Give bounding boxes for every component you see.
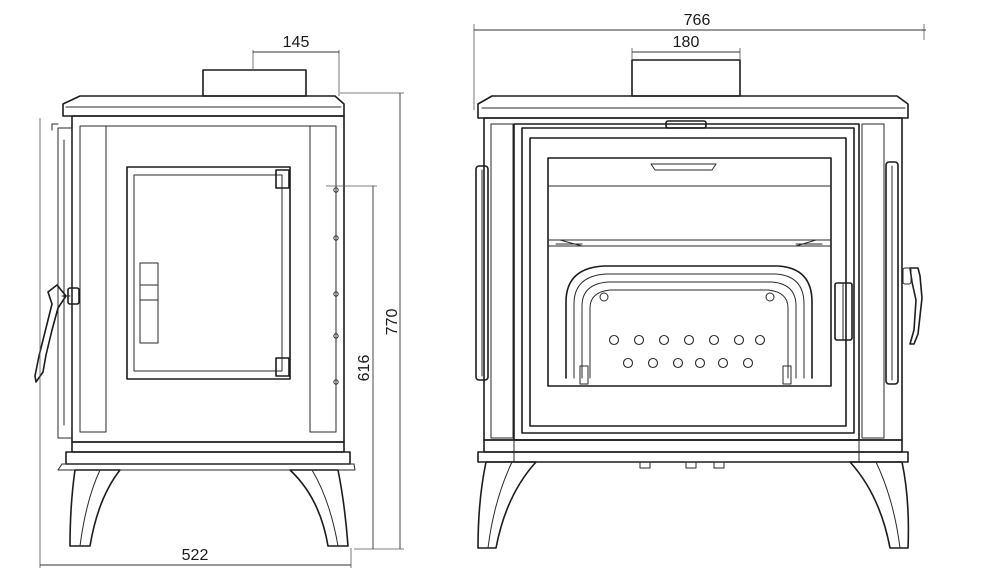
side-body <box>71 115 345 443</box>
front-door-latch <box>665 120 707 129</box>
front-body <box>483 117 903 441</box>
side-legs <box>69 469 349 547</box>
side-dimension-616: 616 <box>326 185 377 549</box>
side-dimension-522: 522 <box>39 118 352 568</box>
front-view <box>475 59 923 549</box>
dim-label-770: 770 <box>384 309 401 336</box>
front-air-holes <box>608 334 766 369</box>
side-door-handle <box>34 284 80 383</box>
side-dimension-145: 145 <box>252 34 340 96</box>
front-left-side-handle <box>475 165 489 381</box>
front-base <box>477 439 909 469</box>
dim-label-766: 766 <box>684 12 711 29</box>
front-flue-collar <box>631 59 741 97</box>
dim-label-616: 616 <box>356 355 373 382</box>
front-legs <box>477 461 910 549</box>
side-dimension-770: 770 <box>340 92 404 550</box>
side-door-edge <box>51 123 73 439</box>
front-dimension-180: 180 <box>631 34 741 60</box>
dim-label-145: 145 <box>283 34 310 51</box>
front-baffle <box>547 163 832 247</box>
front-right-side-handle <box>885 161 923 385</box>
front-door-catch <box>834 282 853 341</box>
dim-label-180: 180 <box>673 34 700 51</box>
side-rivets <box>333 187 339 385</box>
side-view <box>34 69 356 547</box>
front-dimension-766: 766 <box>473 12 926 110</box>
side-top-plate <box>62 95 345 117</box>
front-door <box>513 120 860 441</box>
side-window <box>126 166 291 380</box>
front-firebox <box>565 265 813 385</box>
front-top-plate <box>477 95 909 119</box>
side-base <box>57 441 356 471</box>
dim-label-522: 522 <box>182 547 209 564</box>
side-flue-collar <box>202 69 307 97</box>
